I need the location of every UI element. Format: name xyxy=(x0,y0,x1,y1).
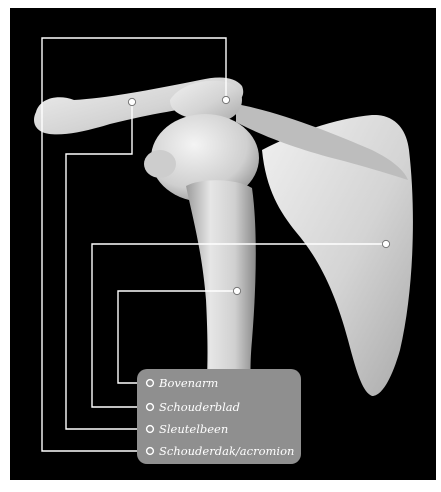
legend-label-shoulder-blade: Schouderblad xyxy=(159,400,240,414)
legend-label-upper-arm: Bovenarm xyxy=(159,376,218,390)
greater-tubercle xyxy=(144,150,176,178)
anchor-dot-shoulder-blade xyxy=(382,240,389,247)
legend-label-collarbone: Sleutelbeen xyxy=(159,422,228,436)
legend-label-acromion: Schouderdak/acromion xyxy=(159,444,294,458)
anchor-dot-acromion xyxy=(222,96,229,103)
anchor-dot-upper-arm xyxy=(233,287,240,294)
anchor-dot-collarbone xyxy=(128,98,135,105)
